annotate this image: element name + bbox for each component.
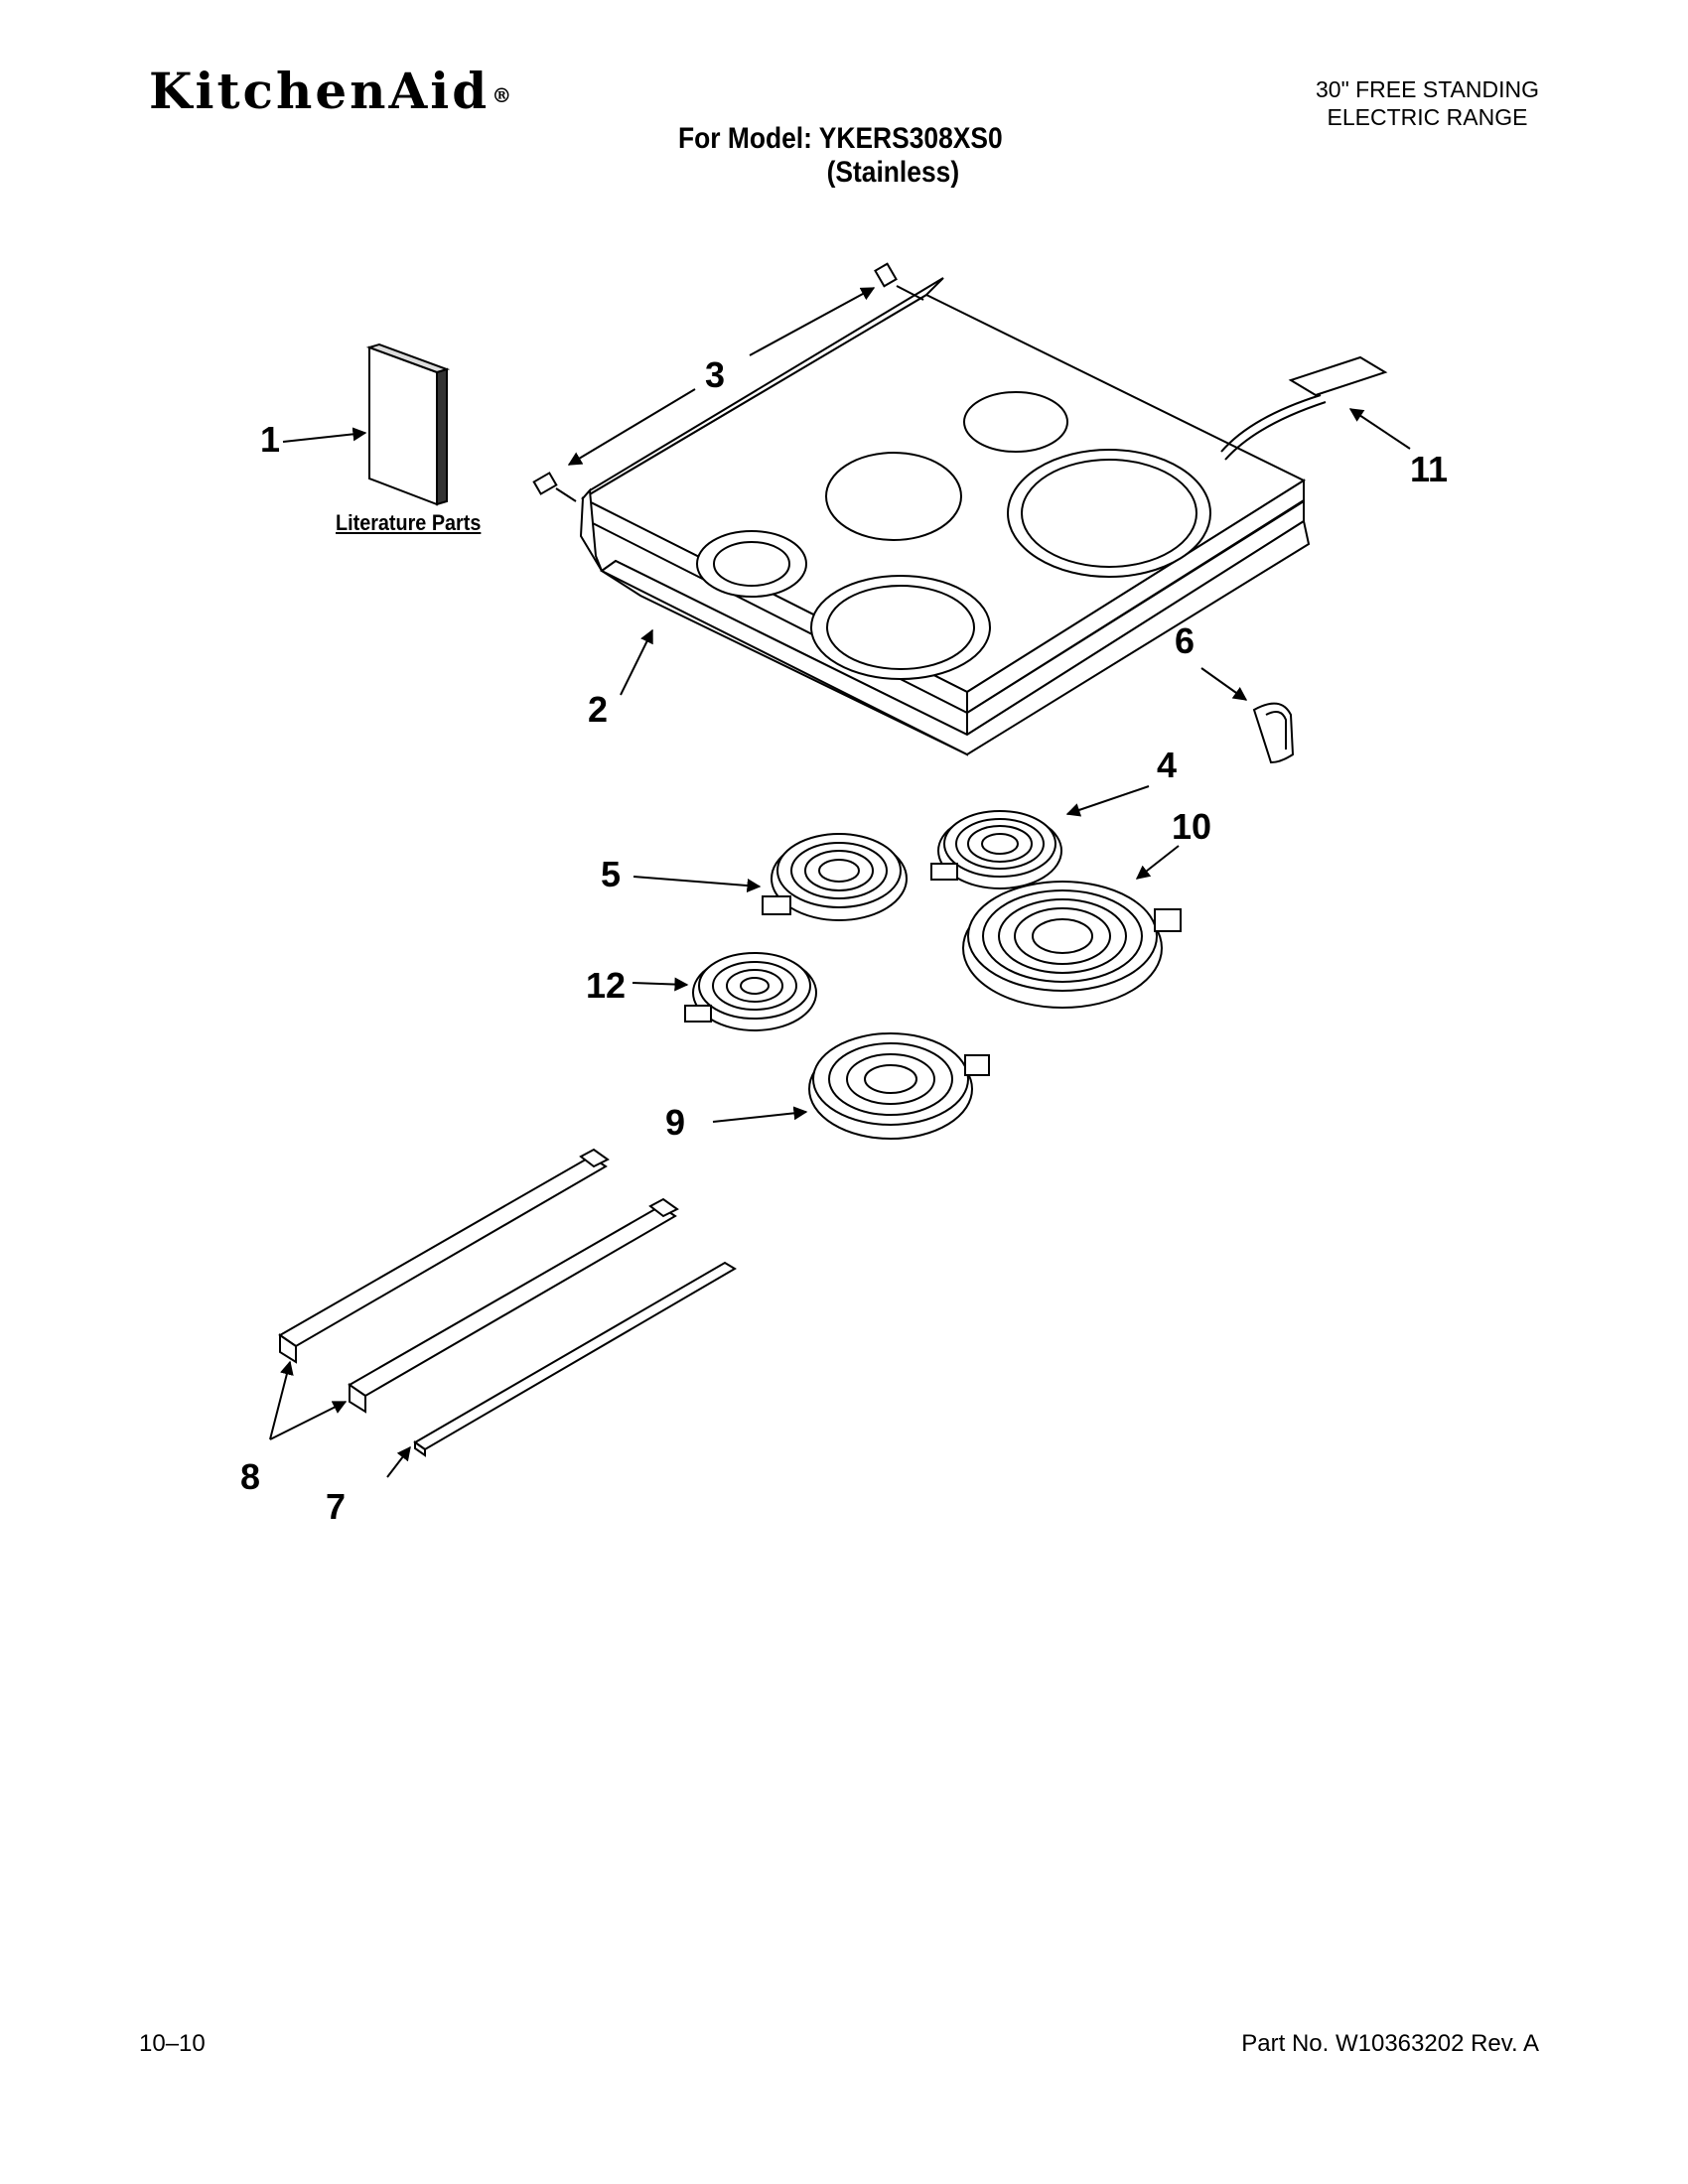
callout-4: 4 (1157, 745, 1177, 785)
literature-parts-label: Literature Parts (336, 510, 482, 535)
literature-booklet (365, 342, 451, 506)
callout-5: 5 (601, 854, 621, 894)
revision-date: 10–10 (139, 2030, 206, 2057)
callout-2: 2 (588, 689, 608, 730)
callout-7: 7 (326, 1486, 346, 1527)
cooktop-bracket-front (532, 472, 577, 502)
callout-3: 3 (705, 354, 725, 395)
support-rail-lower (348, 1197, 679, 1414)
model-variant: (Stainless) (826, 156, 960, 189)
element-9-dual (808, 1032, 990, 1140)
callout-1: 1 (260, 419, 280, 460)
callout-labels: 1 2 3 4 5 6 7 8 9 10 11 12 (240, 354, 1448, 1527)
element-4-small (930, 810, 1062, 889)
part-number: Part No. W10363202 Rev. A (1241, 2030, 1539, 2057)
kitchenaid-logo: KitchenAid® (149, 62, 514, 120)
cooktop-bracket-rear (874, 262, 924, 301)
callout-8: 8 (240, 1456, 260, 1497)
callout-11: 11 (1410, 449, 1448, 489)
callout-9: 9 (665, 1102, 685, 1143)
registered-mark: ® (492, 83, 515, 107)
element-5-medium (762, 833, 908, 921)
callout-10: 10 (1172, 806, 1211, 847)
element-12-small (684, 952, 817, 1031)
product-line-2: ELECTRIC RANGE (1327, 104, 1528, 130)
cooktop-glass (579, 277, 1311, 756)
product-line-1: 30" FREE STANDING (1315, 76, 1539, 102)
callout-6: 6 (1175, 620, 1195, 661)
callout-12: 12 (586, 965, 626, 1006)
leader-arrows (269, 287, 1411, 1478)
trim-strip (413, 1261, 737, 1457)
product-type: 30" FREE STANDING ELECTRIC RANGE (1316, 75, 1539, 131)
brand-name: KitchenAid (149, 62, 491, 120)
element-10-large (962, 881, 1182, 1009)
model-number: For Model: YKERS308XS0 (678, 122, 1003, 155)
cooktop-knob (1252, 702, 1295, 764)
support-rail-upper (278, 1148, 610, 1364)
wire-harness (1220, 355, 1388, 461)
model-title: For Model: YKERS308XS0 (Stainless) (678, 122, 1003, 190)
